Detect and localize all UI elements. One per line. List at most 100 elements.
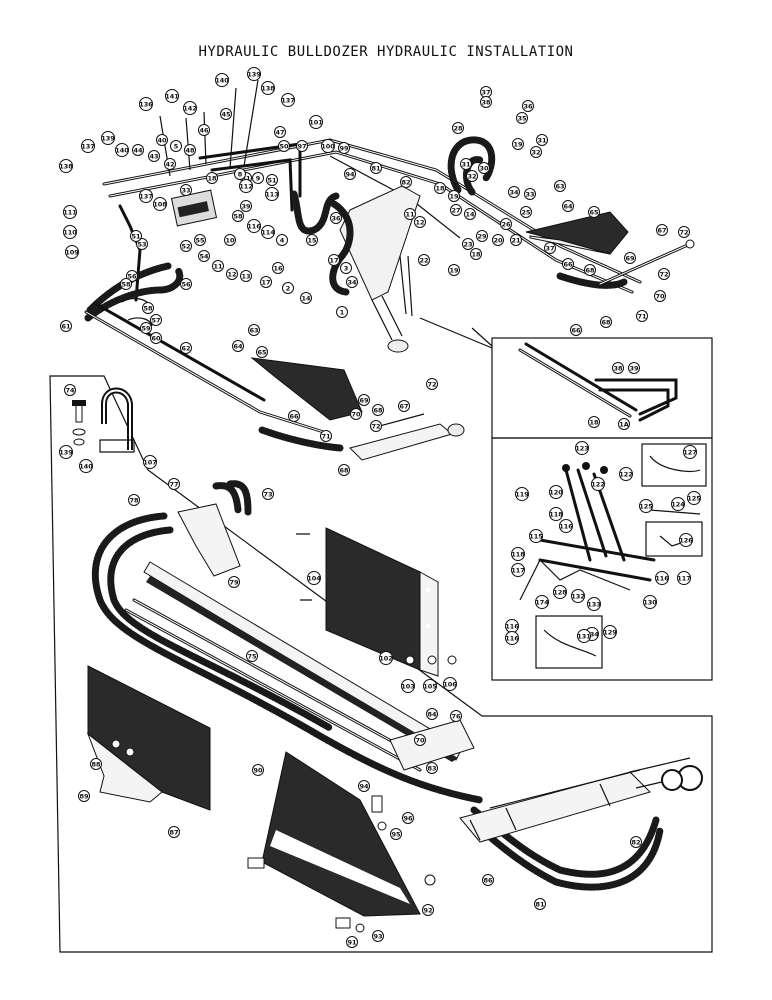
long-bar-75-shade — [146, 576, 458, 762]
part-callout-19: 19 — [512, 138, 524, 150]
part-number: 57 — [151, 317, 160, 325]
u-bolt-107 — [99, 387, 135, 453]
part-callout-110: 110 — [63, 225, 77, 239]
part-number: 39 — [629, 365, 639, 373]
part-number: 3 — [344, 265, 349, 273]
part-callout-128: 128 — [553, 585, 567, 599]
part-callout-86: 86 — [482, 874, 494, 886]
part-callout-44: 44 — [132, 144, 144, 156]
part-callout-83: 83 — [426, 762, 438, 774]
part-number: 12 — [415, 219, 424, 227]
part-callout-131: 131 — [577, 629, 591, 643]
part-callout-139: 139 — [59, 445, 73, 459]
part-number: 64 — [563, 203, 573, 211]
part-number: 134 — [585, 631, 599, 639]
part-number: 111 — [63, 209, 77, 217]
plate-90 — [261, 751, 421, 917]
part-callout-46: 46 — [198, 124, 210, 136]
part-callout-29: 29 — [476, 230, 488, 242]
part-number: 94 — [345, 171, 355, 179]
part-number: 16 — [273, 265, 283, 273]
hose-bracket-79 — [177, 503, 241, 577]
part-callout-71: 71 — [320, 430, 332, 442]
part-number: 95 — [391, 831, 401, 839]
part-callout-112: 112 — [239, 179, 253, 193]
part-callout-99: 99 — [338, 142, 350, 154]
part-callout-66: 66 — [288, 410, 300, 422]
part-number: 31 — [461, 161, 471, 169]
part-number: 31 — [241, 175, 251, 183]
part-number: 72 — [427, 381, 436, 389]
part-number: 2 — [286, 285, 291, 293]
part-callout-127: 127 — [683, 445, 697, 459]
part-callout-91: 91 — [346, 936, 358, 948]
part-callout-72: 72 — [426, 378, 438, 390]
part-callout-63: 63 — [554, 180, 566, 192]
part-number: 127 — [683, 449, 697, 457]
part-callout-116: 116 — [247, 219, 261, 233]
bracket-65-lower — [250, 357, 363, 421]
part-callout-101: 101 — [309, 115, 323, 129]
part-callout-12: 12 — [226, 268, 238, 280]
part-callout-45: 45 — [220, 108, 232, 120]
part-number: 125 — [639, 503, 653, 511]
part-callout-64: 64 — [562, 200, 574, 212]
part-number: 71 — [321, 433, 331, 441]
part-number: 12 — [227, 271, 236, 279]
part-number: 27 — [451, 207, 460, 215]
part-callout-68: 68 — [372, 404, 384, 416]
part-number: 32 — [467, 173, 476, 181]
part-number: 11 — [213, 263, 223, 271]
part-number: 128 — [553, 589, 567, 597]
part-number: 129 — [603, 629, 617, 637]
part-number: 118 — [549, 511, 563, 519]
part-callout-64: 64 — [232, 340, 244, 352]
part-callout-132: 132 — [571, 589, 585, 603]
part-number: 69 — [625, 255, 635, 263]
part-callout-118: 118 — [511, 547, 525, 561]
part-number: 137 — [81, 143, 95, 151]
part-number: 70 — [351, 411, 361, 419]
part-callout-18: 18 — [206, 172, 218, 184]
part-number: 50 — [279, 143, 289, 151]
part-callout-89: 89 — [78, 790, 90, 802]
part-number: 110 — [63, 229, 77, 237]
part-callout-93: 93 — [372, 930, 384, 942]
part-callout-138: 138 — [261, 81, 275, 95]
part-callout-90: 90 — [252, 764, 264, 776]
part-callout-96: 96 — [402, 812, 414, 824]
part-callout-9: 9 — [252, 172, 264, 184]
part-callout-68: 68 — [338, 464, 350, 476]
part-number: 66 — [289, 413, 299, 421]
part-callout-18: 18 — [470, 248, 482, 260]
part-callout-114: 114 — [261, 225, 275, 239]
part-callout-70: 70 — [350, 408, 362, 420]
part-number: 39 — [241, 203, 251, 211]
part-callout-124: 124 — [671, 497, 685, 511]
part-number: 43 — [149, 153, 158, 161]
part-callout-58: 58 — [232, 210, 244, 222]
part-number: 64 — [233, 343, 243, 351]
part-number: 83 — [427, 765, 436, 773]
part-number: 34 — [509, 189, 519, 197]
part-callout-48: 48 — [184, 144, 196, 156]
part-callout-56: 56 — [126, 270, 138, 282]
part-callout-119: 119 — [515, 487, 529, 501]
part-number: 68 — [339, 467, 349, 475]
part-number: 136 — [139, 101, 153, 109]
part-number: 13 — [241, 273, 250, 281]
control-valve-block — [159, 79, 259, 227]
part-number: 18 — [207, 175, 217, 183]
part-number: 58 — [121, 281, 131, 289]
part-callout-82: 82 — [400, 176, 412, 188]
part-callout-67: 67 — [656, 224, 668, 236]
part-callout-70: 70 — [654, 290, 666, 302]
part-number: 56 — [181, 281, 191, 289]
part-number: 1 — [340, 309, 345, 317]
part-number: 90 — [253, 767, 263, 775]
part-number: 133 — [587, 601, 601, 609]
part-callout-61: 61 — [60, 320, 72, 332]
part-callout-123: 123 — [575, 441, 589, 455]
part-number: 51 — [267, 177, 277, 185]
